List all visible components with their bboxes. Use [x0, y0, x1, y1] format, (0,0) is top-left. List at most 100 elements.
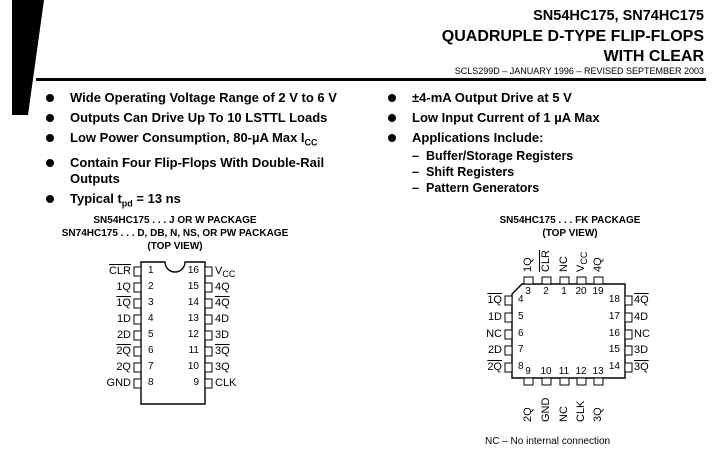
pin-number-label: 19 [592, 286, 604, 297]
feature-item: ±4-mA Output Drive at 5 V [388, 90, 708, 106]
pin-number-label: 7 [518, 344, 524, 355]
fk-pin-pad [541, 276, 552, 285]
pin-number-label: 3 [525, 286, 531, 297]
pin-name-label: 2D [487, 344, 502, 356]
pin-number-label: 12 [575, 366, 587, 377]
pin-name-label: NC [558, 256, 570, 272]
pin-name-label: 4Q [634, 294, 649, 306]
feature-item: Outputs Can Drive Up To 10 LSTTL Loads [46, 110, 366, 126]
pin-name-label: CLK [215, 377, 237, 389]
pin-number-label: 2 [543, 286, 549, 297]
pin-number-label: 15 [608, 344, 620, 355]
applications-list: –Buffer/Storage Registers –Shift Registe… [412, 148, 708, 196]
fk-pin-pad [624, 362, 633, 373]
dip-pin-pad [204, 314, 213, 325]
dip-pin-pad [133, 346, 142, 357]
pin-name-label: GND [106, 377, 131, 389]
fk-pin-pad [559, 276, 570, 285]
pin-number-label: 14 [187, 297, 199, 308]
dip-pin-pad [133, 314, 142, 325]
dip-pin-pad [204, 330, 213, 341]
pin-number-label: 6 [518, 328, 524, 339]
pin-number-label: 1 [561, 286, 567, 297]
pin-number-label: 3 [148, 297, 154, 308]
pin-number-label: 9 [525, 366, 531, 377]
pin-number-label: 4 [518, 294, 524, 305]
fk-pin-pad [593, 276, 604, 285]
pin-name-label: 4D [634, 311, 649, 323]
application-item: –Buffer/Storage Registers [412, 149, 574, 163]
fk-pin-pad [504, 329, 513, 340]
pin-name-label: CLR [108, 265, 131, 277]
bullet-icon [46, 158, 54, 167]
pin-name-label: CLK [575, 400, 587, 422]
fk-pin-pad [523, 276, 534, 285]
fk-pin-pad [624, 329, 633, 340]
pin-name-label: 2Q [116, 361, 131, 373]
pin-name-label: 3Q [592, 407, 604, 422]
header-black-bar [12, 0, 44, 115]
dip-package-heading: SN54HC175 . . . J OR W PACKAGE SN74HC175… [61, 215, 289, 252]
pin-number-label: 9 [193, 377, 199, 388]
pin-number-label: 8 [148, 377, 154, 388]
fk-package-heading: SN54HC175 . . . FK PACKAGE (TOP VIEW) [499, 215, 641, 239]
application-item: –Shift Registers [412, 165, 515, 179]
pin-number-label: 13 [592, 366, 604, 377]
feature-item: Typical tpd = 13 ns [46, 191, 366, 212]
fk-pin-pad [576, 377, 587, 386]
feature-item: Low Input Current of 1 µA Max [388, 110, 708, 126]
pin-number-label: 2 [148, 281, 154, 292]
dip-pin-pad [204, 346, 213, 357]
pin-number-label: 10 [540, 366, 552, 377]
pin-name-label: VCC [215, 265, 236, 280]
fk-pin-pad [541, 377, 552, 386]
fk-pin-pad [504, 362, 513, 373]
pin-name-label: 1D [116, 313, 131, 325]
fk-pin-pad [593, 377, 604, 386]
dip-pin-pad [133, 266, 142, 277]
header-rule [36, 78, 706, 81]
fk-pin-pad [504, 295, 513, 306]
bullet-icon [388, 94, 396, 102]
pin-number-label: 7 [148, 361, 154, 372]
feature-item: Wide Operating Voltage Range of 2 V to 6… [46, 90, 366, 106]
dip-pin-pad [133, 282, 142, 293]
bullet-icon [46, 194, 54, 203]
pin-name-label: 3D [215, 329, 230, 341]
features-left: Wide Operating Voltage Range of 2 V to 6… [46, 90, 366, 215]
pin-number-label: 16 [608, 328, 620, 339]
fk-pin-pad [576, 276, 587, 285]
dip-pin-pad [133, 378, 142, 389]
pin-number-label: 16 [187, 265, 199, 276]
bullet-icon [46, 134, 54, 142]
pin-name-label: 3Q [215, 345, 230, 357]
pin-number-label: 15 [187, 281, 199, 292]
pin-number-label: 12 [187, 329, 199, 340]
dip-pin-pad [133, 330, 142, 341]
dip-pin-pad [204, 378, 213, 389]
fk-pin-pad [559, 377, 570, 386]
feature-item: Low Power Consumption, 80-µA Max ICC [46, 130, 366, 151]
dip-pin-pad [133, 362, 142, 373]
pin-number-label: 5 [518, 311, 524, 322]
pin-number-label: 4 [148, 313, 154, 324]
pin-name-label: VCC [575, 251, 590, 272]
pin-name-label: GND [540, 397, 552, 422]
pin-name-label: 2Q [522, 407, 534, 422]
pin-name-label: 2D [116, 329, 131, 341]
dip-body [140, 261, 206, 405]
pin-name-label: 3D [634, 344, 649, 356]
pin-name-label: 1Q [116, 281, 131, 293]
pin-name-label: 1D [487, 311, 502, 323]
dip-pin-pad [204, 282, 213, 293]
features-right: ±4-mA Output Drive at 5 V Low Input Curr… [388, 90, 708, 196]
pin-name-label: NC [634, 328, 650, 340]
part-numbers: SN54HC175, SN74HC175 [533, 8, 704, 24]
pin-number-label: 6 [148, 345, 154, 356]
pin-name-label: NC [486, 328, 502, 340]
pin-name-label: 4Q [215, 297, 230, 309]
pin-name-label: 4Q [592, 257, 604, 272]
pin-name-label: 2Q [116, 345, 131, 357]
bullet-icon [46, 94, 54, 102]
pin-number-label: 18 [608, 294, 620, 305]
